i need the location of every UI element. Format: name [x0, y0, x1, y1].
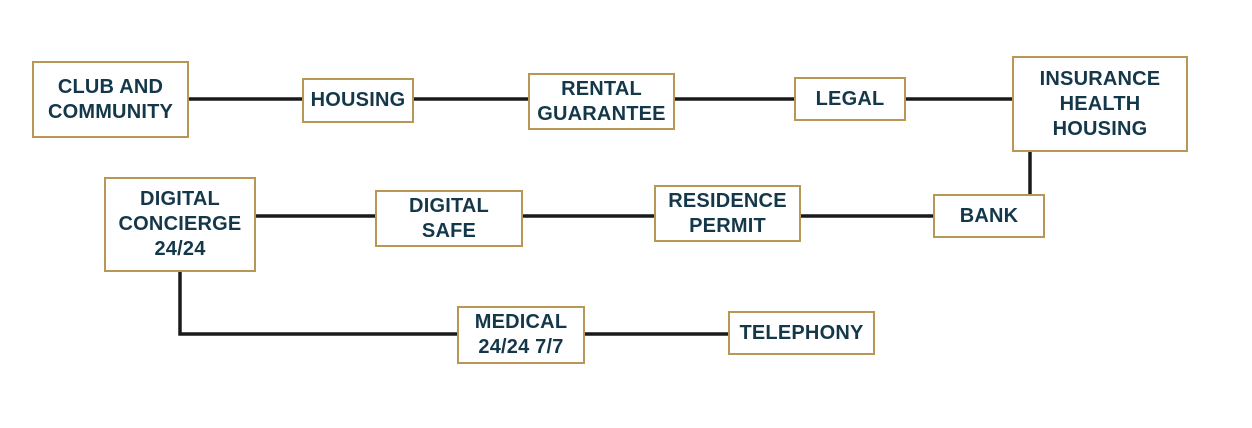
node-insurance-health-housing: INSURANCE HEALTH HOUSING: [1012, 56, 1188, 152]
node-rental-guarantee: RENTAL GUARANTEE: [528, 73, 675, 130]
node-legal: LEGAL: [794, 77, 906, 121]
node-digital-safe: DIGITAL SAFE: [375, 190, 523, 247]
node-housing: HOUSING: [302, 78, 414, 123]
node-digital-concierge: DIGITAL CONCIERGE 24/24: [104, 177, 256, 272]
node-bank: BANK: [933, 194, 1045, 238]
node-telephony: TELEPHONY: [728, 311, 875, 355]
node-club-and-community: CLUB AND COMMUNITY: [32, 61, 189, 138]
connector-concierge-medical: [178, 272, 457, 336]
node-medical: MEDICAL 24/24 7/7: [457, 306, 585, 364]
node-residence-permit: RESIDENCE PERMIT: [654, 185, 801, 242]
